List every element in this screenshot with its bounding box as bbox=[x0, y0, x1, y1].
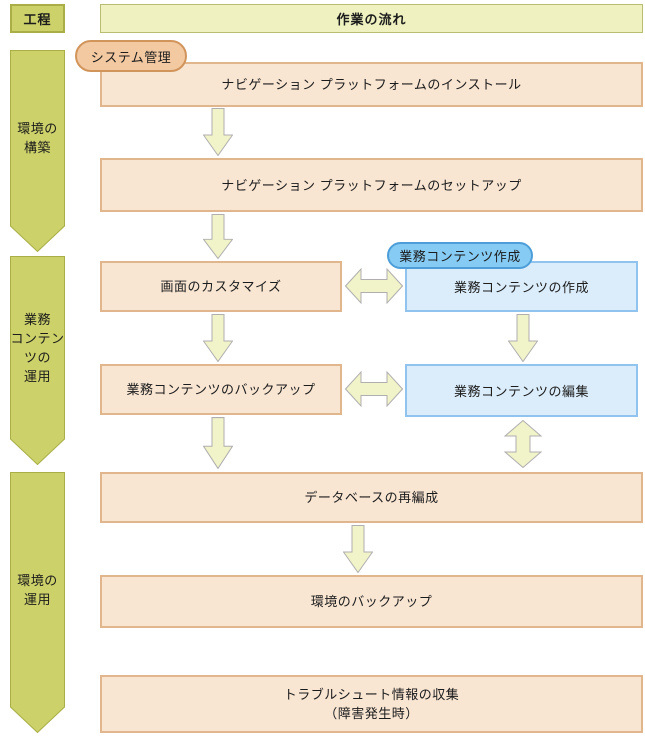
down-arrow-icon bbox=[508, 314, 538, 362]
down-arrow-icon bbox=[203, 108, 233, 156]
content-creation-badge: 業務コンテンツ作成 bbox=[387, 242, 533, 269]
down-arrow-icon bbox=[343, 525, 373, 573]
box-install: ナビゲーション プラットフォームのインストール bbox=[100, 62, 643, 107]
box-env-backup: 環境のバックアップ bbox=[100, 575, 643, 628]
box-content-backup: 業務コンテンツのバックアップ bbox=[100, 364, 342, 415]
left-right-arrow-icon bbox=[345, 267, 403, 305]
down-arrow-icon bbox=[203, 314, 233, 362]
box-content-edit: 業務コンテンツの編集 bbox=[405, 364, 638, 417]
stage-label: 環境の 構築 bbox=[17, 121, 58, 155]
stage-env-build: 環境の 構築 bbox=[10, 50, 65, 252]
stage-content-ops: 業務 コンテン ツの 運用 bbox=[10, 256, 65, 465]
stage-label: 環境の 運用 bbox=[17, 572, 58, 607]
left-right-arrow-icon bbox=[345, 370, 403, 408]
stage-pennant-shape bbox=[10, 256, 65, 465]
stage-env-ops: 環境の 運用 bbox=[10, 472, 65, 733]
stage-label: 業務 コンテン ツの 運用 bbox=[10, 311, 65, 384]
system-admin-badge: システム管理 bbox=[75, 40, 187, 72]
up-down-arrow-icon bbox=[503, 420, 543, 468]
box-setup: ナビゲーション プラットフォームのセットアップ bbox=[100, 158, 643, 212]
process-header-box: 工程 bbox=[10, 4, 65, 33]
flow-title-bar: 作業の流れ bbox=[100, 4, 643, 33]
box-customize: 画面のカスタマイズ bbox=[100, 261, 342, 312]
stage-pennant-shape bbox=[10, 472, 65, 733]
box-troubleshoot: トラブルシュート情報の収集 （障害発生時） bbox=[100, 675, 643, 733]
box-content-create: 業務コンテンツの作成 bbox=[405, 261, 638, 312]
down-arrow-icon bbox=[203, 214, 233, 259]
down-arrow-icon bbox=[203, 417, 233, 469]
box-db-reorg: データベースの再編成 bbox=[100, 472, 643, 523]
stage-pennant-shape bbox=[10, 50, 65, 252]
